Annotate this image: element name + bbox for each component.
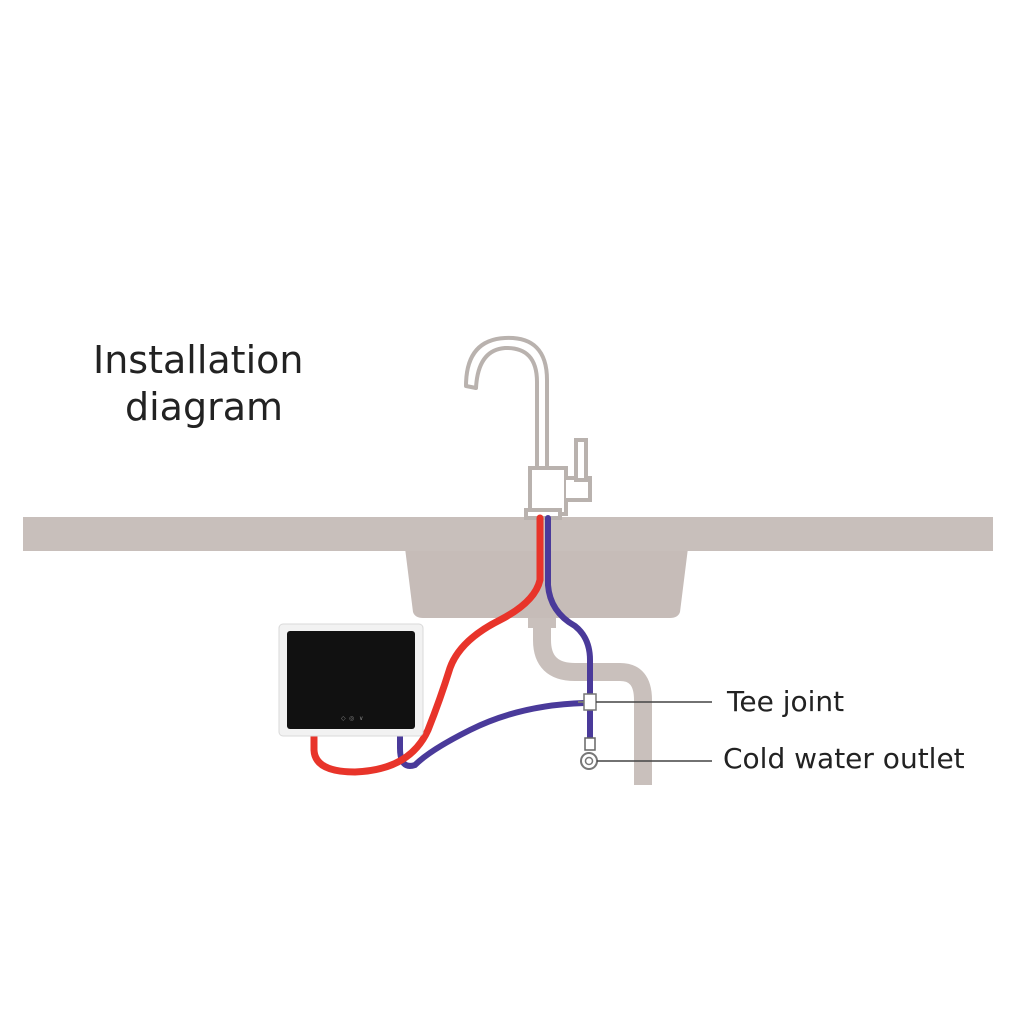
diagram-title-line-2: diagram (125, 385, 284, 429)
tee-joint-icon (578, 693, 597, 711)
cold-water-outlet-icon (580, 737, 598, 770)
svg-text:◎: ◎ (349, 715, 354, 722)
cold-water-outlet-label: Cold water outlet (723, 742, 965, 775)
hot-water-hose (310, 514, 544, 776)
diagram-title-line-1: Installation (93, 338, 304, 382)
tee-joint-label: Tee joint (727, 685, 845, 718)
svg-text:∨: ∨ (359, 715, 363, 722)
countertop (23, 517, 993, 551)
svg-text:◇: ◇ (341, 715, 346, 722)
water-heater-icon: ◇ ◎ ∨ (278, 623, 424, 737)
faucet-icon (464, 335, 592, 520)
